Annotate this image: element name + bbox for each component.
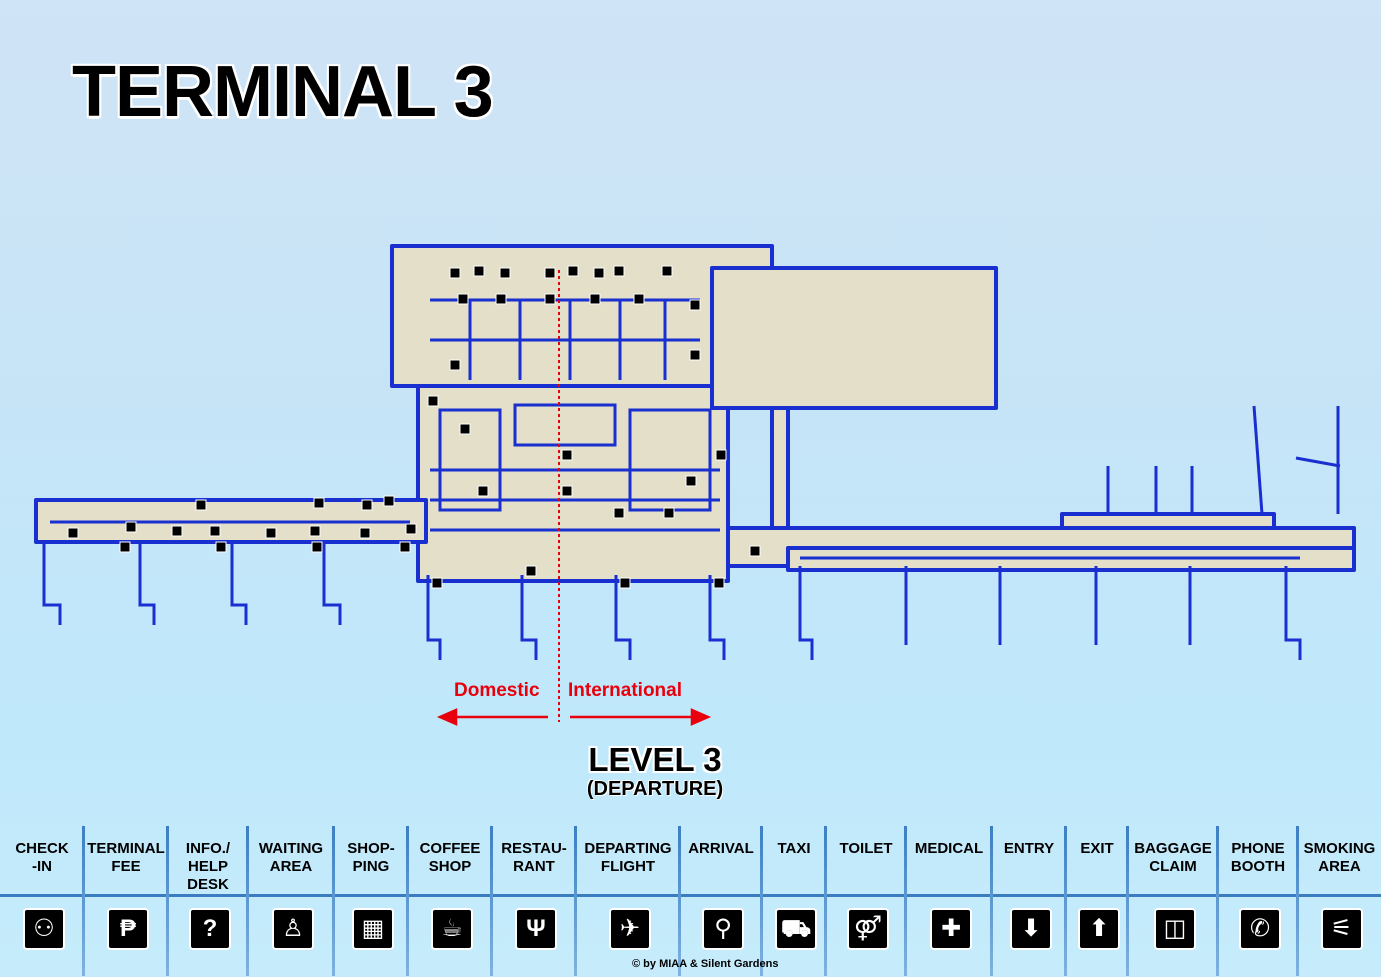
legend-label: TAXI — [777, 840, 811, 857]
entry-arrow-icon: ⬇ — [1010, 908, 1052, 950]
legend-label: ENTRY — [1003, 840, 1055, 857]
taxi-icon: ⛟ — [775, 908, 817, 950]
terminal-fee-icon: ₱ — [107, 908, 149, 950]
legend-item-arrival: ARRIVAL ⚲ — [680, 822, 762, 977]
credit-text: by MIAA & Silent Gardens — [643, 958, 779, 970]
level-title: LEVEL 3 — [588, 741, 722, 778]
domestic-label: Domestic — [454, 680, 540, 701]
legend-label: SHOP-PING — [347, 840, 395, 875]
help-desk-icon: ? — [189, 908, 231, 950]
legend-label: MEDICAL — [914, 840, 984, 857]
legend-label: CHECK-IN — [15, 840, 69, 875]
waiting-area-icon: ♙ — [272, 908, 314, 950]
east-block — [710, 266, 998, 410]
baggage-claim-icon: ◫ — [1154, 908, 1196, 950]
toilet-icon: ⚤ — [847, 908, 889, 950]
credit: © by MIAA & Silent Gardens — [632, 958, 779, 970]
smoking-area-icon: ⚟ — [1320, 908, 1363, 950]
floor-plan — [34, 244, 1356, 726]
level-subtitle: (DEPARTURE) — [586, 778, 724, 800]
level-label: LEVEL 3 (DEPARTURE) — [560, 741, 750, 801]
check-in-icon: ⚇ — [23, 908, 65, 950]
legend-item-check-in: CHECK-IN ⚇ — [0, 822, 84, 977]
legend-item-toilet: TOILET ⚤ — [826, 822, 906, 977]
legend-item-taxi: TAXI ⛟ — [762, 822, 826, 977]
phone-booth-icon: ✆ — [1239, 908, 1281, 950]
legend-label: RESTAU-RANT — [501, 840, 567, 875]
east-annex — [770, 406, 790, 530]
central-core — [416, 384, 730, 583]
legend-label: EXIT — [1080, 840, 1114, 857]
legend-separator — [82, 826, 85, 976]
legend-item-exit-arrow: EXIT ⬆ — [1066, 822, 1128, 977]
legend-item-entry-arrow: ENTRY ⬇ — [992, 822, 1066, 977]
legend-separator — [166, 826, 169, 976]
legend-separator — [990, 826, 993, 976]
medical-icon: ✚ — [930, 908, 972, 950]
legend-separator — [1064, 826, 1067, 976]
legend-separator — [246, 826, 249, 976]
legend-separator — [574, 826, 577, 976]
legend-item-restaurant: RESTAU-RANT Ψ — [492, 822, 576, 977]
legend-separator — [490, 826, 493, 976]
legend-separator — [904, 826, 907, 976]
arrival-icon: ⚲ — [702, 908, 744, 950]
legend-label: ARRIVAL — [688, 840, 754, 857]
legend-separator — [678, 826, 681, 976]
legend-separator — [332, 826, 335, 976]
legend-separator — [1216, 826, 1219, 976]
legend-item-shopping: SHOP-PING ▦ — [334, 822, 408, 977]
legend-separator — [824, 826, 827, 976]
legend-separator — [1296, 826, 1299, 976]
legend-separator — [1126, 826, 1129, 976]
legend-separator — [760, 826, 763, 976]
legend-divider — [0, 894, 1381, 897]
restaurant-icon: Ψ — [515, 908, 557, 950]
east-wing-upper — [1060, 512, 1276, 530]
exit-arrow-icon: ⬆ — [1078, 908, 1120, 950]
legend-separator — [406, 826, 409, 976]
international-label: International — [568, 680, 683, 701]
legend-label: TOILET — [839, 840, 893, 857]
coffee-shop-icon: ☕ — [431, 908, 473, 950]
departing-flight-icon: ✈ — [609, 908, 651, 950]
legend-item-medical: MEDICAL ✚ — [906, 822, 992, 977]
map-title: TERMINAL 3 — [72, 52, 494, 132]
shopping-icon: ▦ — [352, 908, 394, 950]
